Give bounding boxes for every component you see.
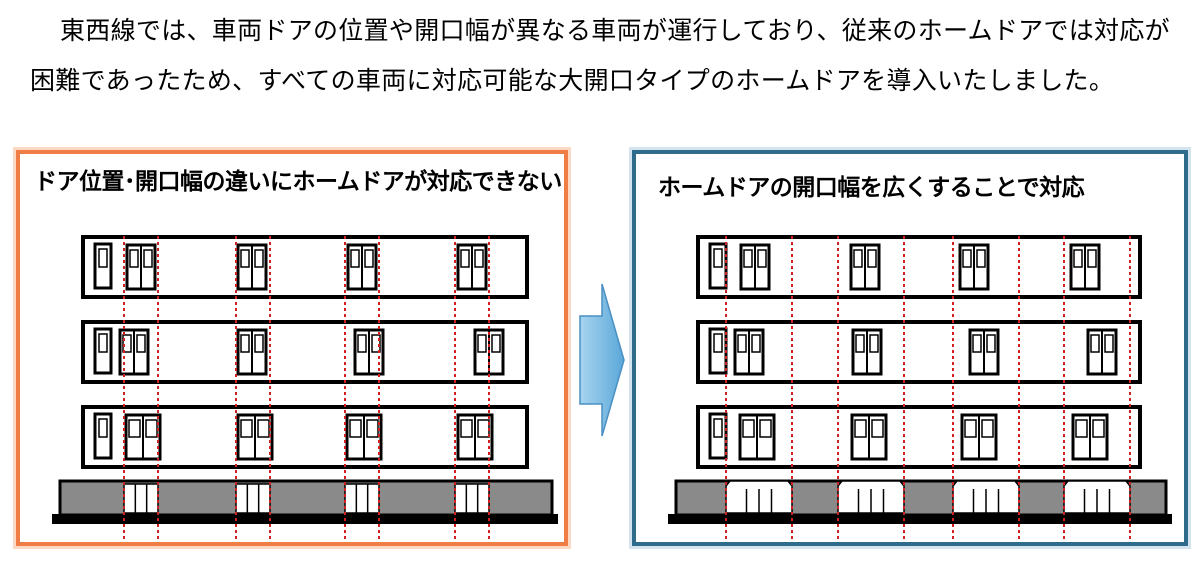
platform-base xyxy=(52,514,558,524)
door-window-icon xyxy=(240,419,253,438)
door-window-icon xyxy=(855,334,865,353)
platform-door-opening xyxy=(454,483,490,514)
door-window-icon xyxy=(491,334,501,353)
door-window-icon xyxy=(98,418,108,438)
train-car-4 xyxy=(696,235,1142,299)
door-window-icon xyxy=(143,249,153,268)
door-window-icon xyxy=(366,419,379,438)
door-window-icon xyxy=(349,419,362,438)
door-window-icon xyxy=(1104,334,1114,353)
door-window-icon xyxy=(145,419,158,438)
right-panel-title: ホームドアの開口幅を広くすることで対応 xyxy=(658,175,1085,201)
door-window-icon xyxy=(976,249,986,268)
door-window-icon xyxy=(713,418,723,438)
door-window-icon xyxy=(737,334,747,353)
door-window-icon xyxy=(128,419,141,438)
door-window-icon xyxy=(350,249,360,268)
door-window-icon xyxy=(981,419,994,438)
platform-door-opening xyxy=(123,483,159,514)
door-window-icon xyxy=(742,419,755,438)
door-window-icon xyxy=(743,249,753,268)
door-window-icon xyxy=(357,334,367,353)
right-arrow-icon xyxy=(579,283,625,437)
door-window-icon xyxy=(1092,419,1105,438)
door-window-icon xyxy=(972,334,982,353)
door-window-icon xyxy=(986,334,996,353)
door-window-icon xyxy=(713,248,723,268)
door-window-icon xyxy=(477,419,490,438)
door-window-icon xyxy=(129,249,139,268)
train-car-5 xyxy=(696,320,1142,384)
door-window-icon xyxy=(98,333,108,353)
left-panel-title: ドア位置･開口幅の違いにホームドアが対応できない xyxy=(34,169,562,195)
door-window-icon xyxy=(136,334,146,353)
intro-text: 東西線では、車両ドアの位置や開口幅が異なる車両が運行しており、従来のホームドアで… xyxy=(30,16,1170,95)
platform-door-opening xyxy=(344,483,380,514)
door-window-icon xyxy=(460,249,470,268)
door-window-icon xyxy=(869,334,879,353)
door-window-icon xyxy=(364,249,374,268)
platform-door-opening xyxy=(235,483,271,514)
door-window-icon xyxy=(853,249,863,268)
door-window-icon xyxy=(371,334,381,353)
door-window-icon xyxy=(1075,419,1088,438)
door-window-icon xyxy=(240,249,250,268)
door-window-icon xyxy=(254,334,264,353)
door-window-icon xyxy=(240,334,250,353)
door-window-icon xyxy=(1087,249,1097,268)
door-window-icon xyxy=(1073,249,1083,268)
door-window-icon xyxy=(477,334,487,353)
door-window-icon xyxy=(871,419,884,438)
door-window-icon xyxy=(757,249,767,268)
door-window-icon xyxy=(964,419,977,438)
door-window-icon xyxy=(962,249,972,268)
door-window-icon xyxy=(254,249,264,268)
door-window-icon xyxy=(713,333,723,353)
door-window-icon xyxy=(474,249,484,268)
door-window-icon xyxy=(751,334,761,353)
door-window-icon xyxy=(759,419,772,438)
door-window-icon xyxy=(460,419,473,438)
platform-base xyxy=(668,514,1172,524)
door-window-icon xyxy=(257,419,270,438)
door-window-icon xyxy=(122,334,132,353)
door-window-icon xyxy=(1090,334,1100,353)
train-car-2 xyxy=(81,320,529,384)
intro-paragraph: 東西線では、車両ドアの位置や開口幅が異なる車両が運行しており、従来のホームドアで… xyxy=(30,6,1180,106)
door-window-icon xyxy=(867,249,877,268)
door-window-icon xyxy=(98,248,108,268)
door-window-icon xyxy=(854,419,867,438)
